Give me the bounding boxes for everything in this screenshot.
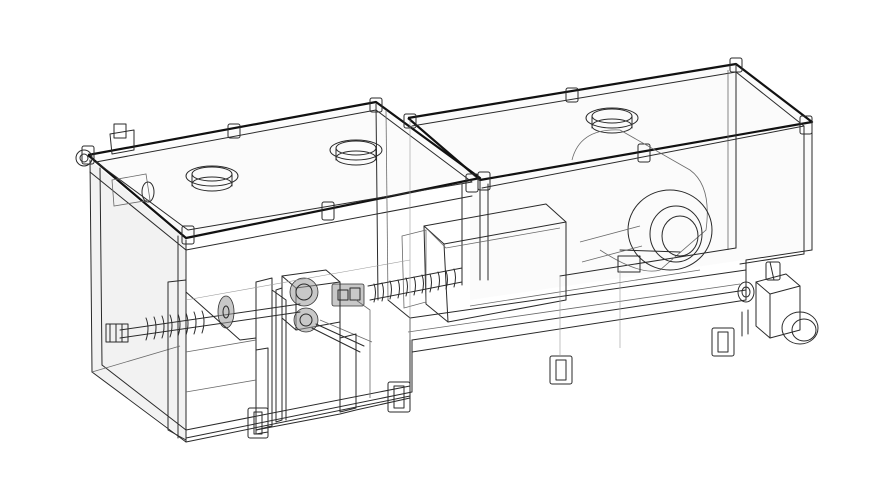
top-port-left [185, 165, 239, 192]
mounting-brackets [247, 327, 735, 439]
gear-assembly [281, 269, 373, 353]
top-port-middle [329, 139, 383, 166]
lid-frame [81, 57, 813, 245]
motor-cylinder [571, 129, 713, 273]
knob-valve-right [737, 261, 819, 345]
top-port-right [585, 107, 639, 134]
spring-shaft [105, 295, 301, 343]
construction-lines [185, 120, 621, 356]
lead-screw [331, 267, 463, 307]
hinge-clip-left [75, 123, 155, 207]
inner-partitions [167, 269, 747, 441]
left-enclosure [87, 100, 747, 443]
motor-housing-box [401, 203, 567, 323]
right-enclosure [407, 62, 814, 353]
